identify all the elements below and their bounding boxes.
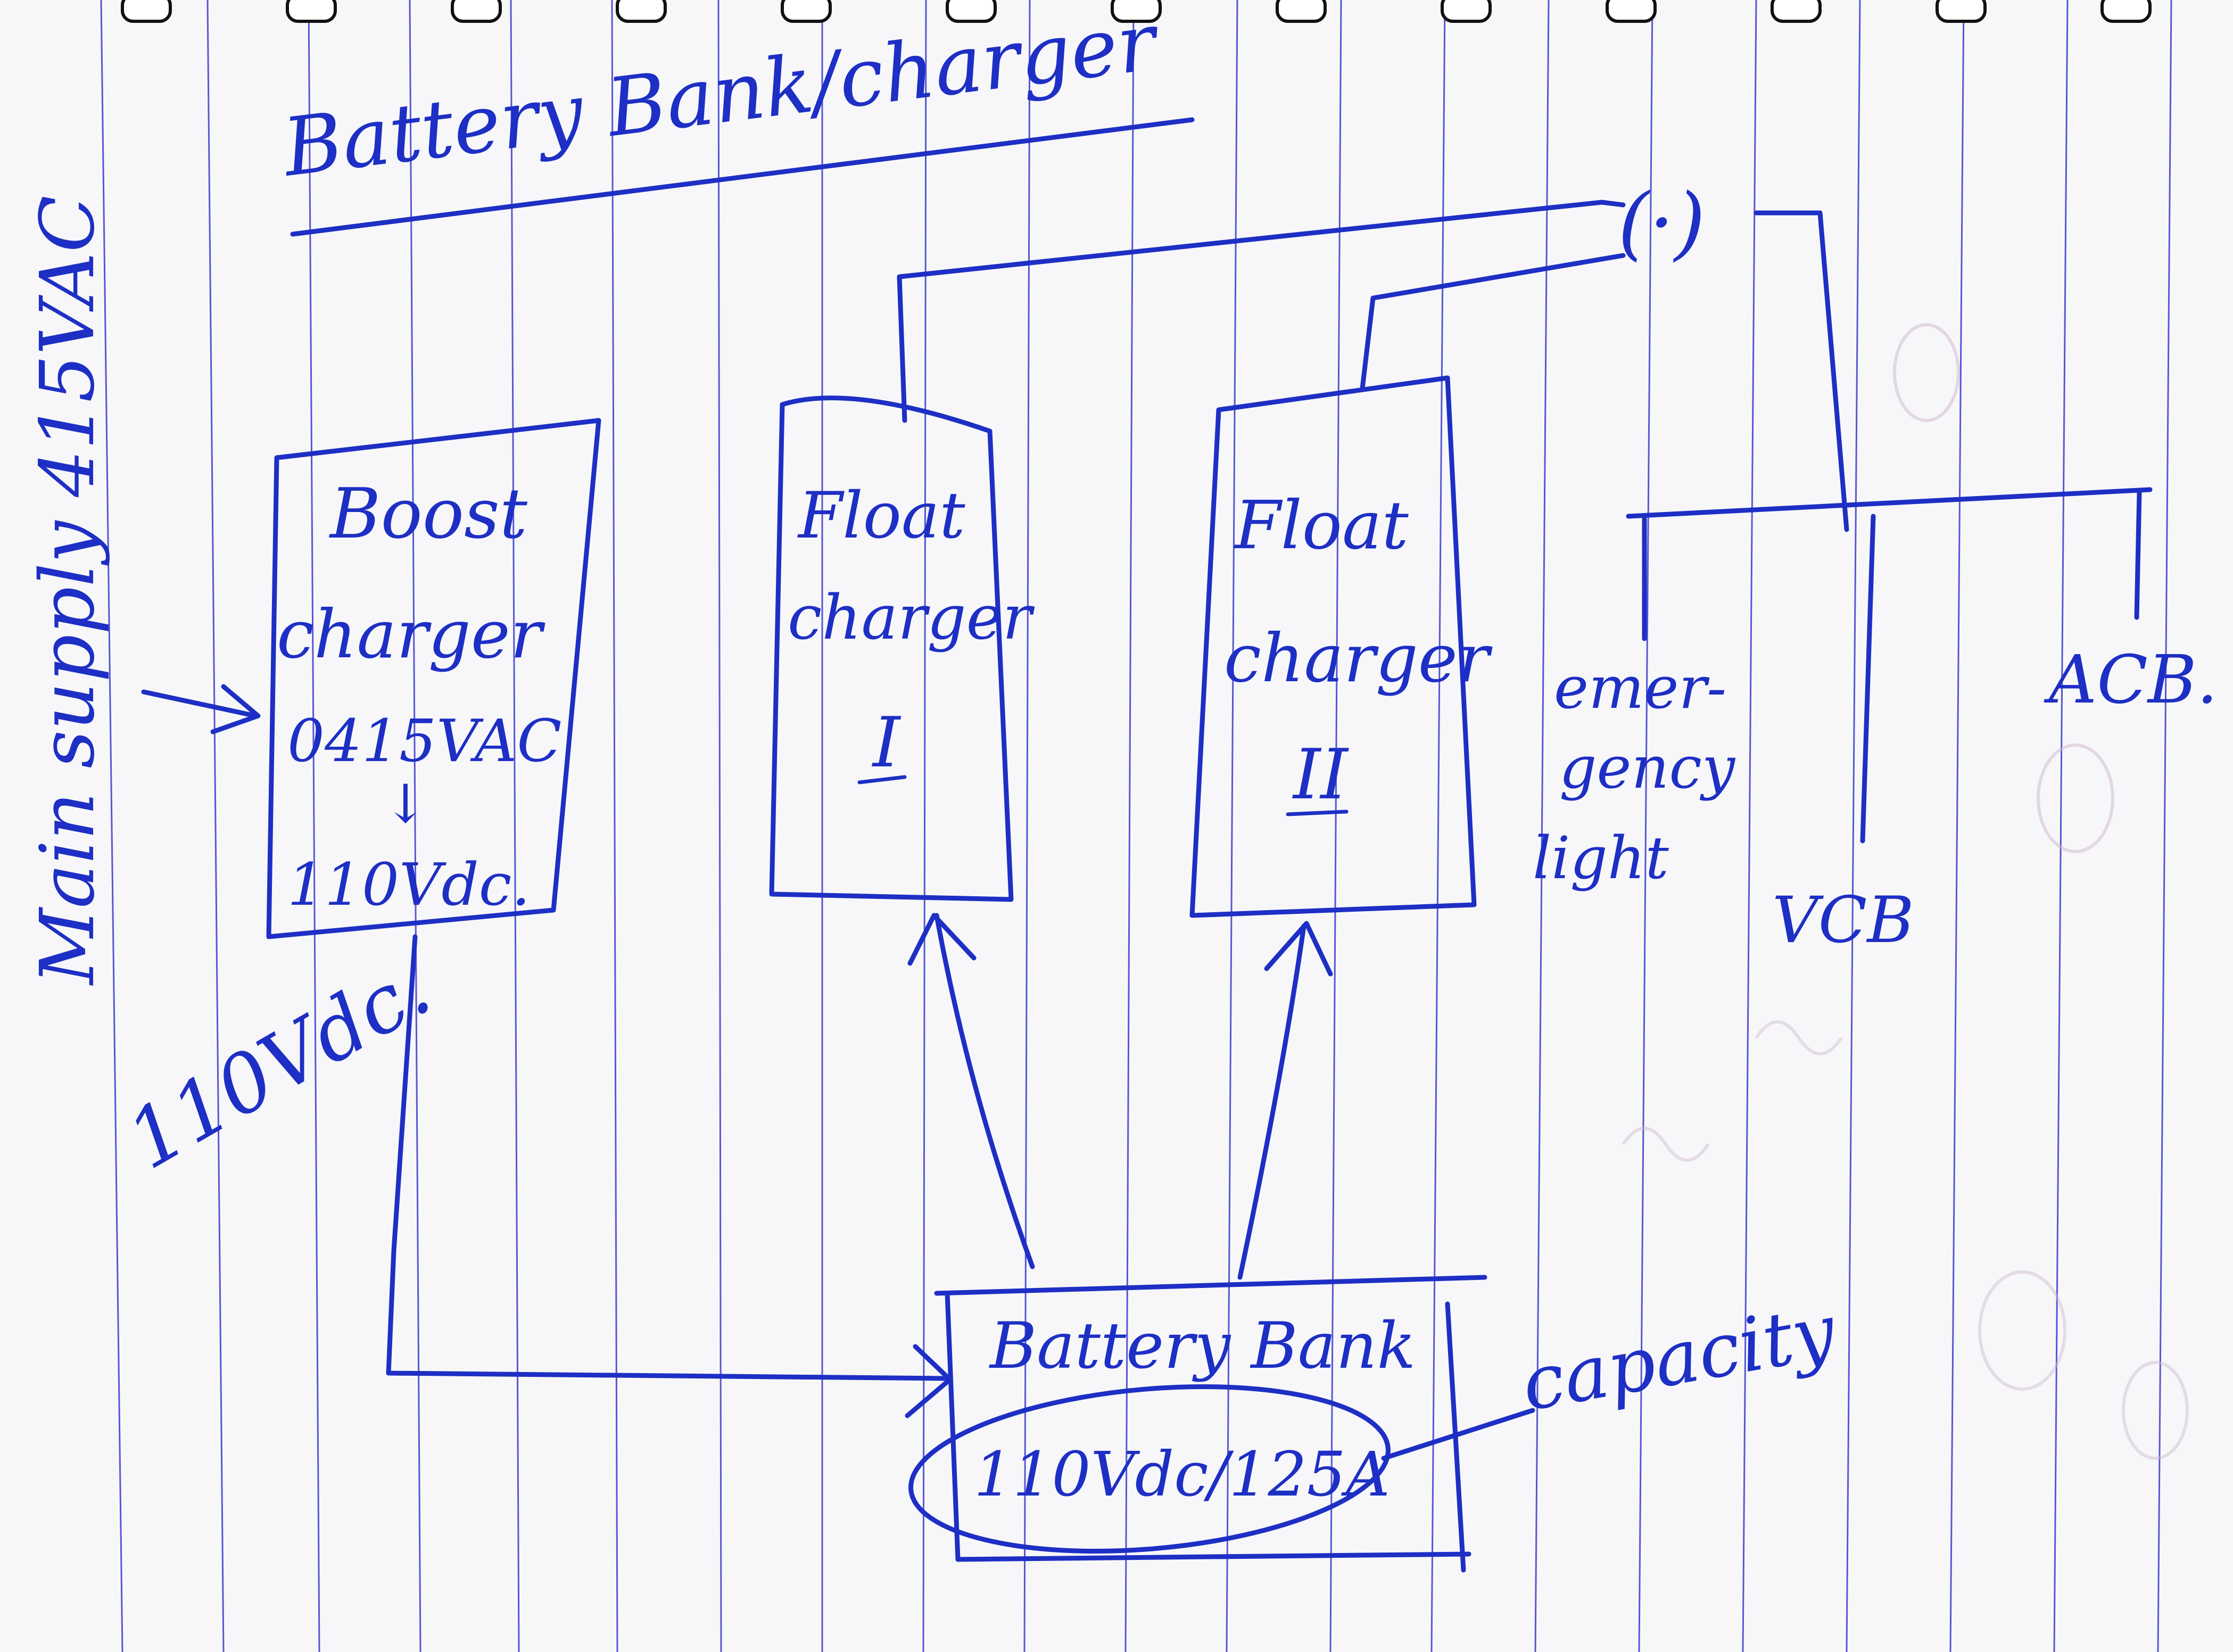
float-charger-1-box [769, 395, 1014, 902]
float-charger-2-number-underline [1286, 810, 1349, 816]
battery-rating: 110Vdc/125A [974, 1439, 1390, 1510]
float-charger-1-subtitle: charger [788, 582, 1035, 654]
boost-input-voltage: 0415VAC [287, 707, 562, 775]
emergency-light-label-line2: gency [1559, 733, 1736, 802]
boost-output-label: 110Vdc. [112, 941, 445, 1187]
float2-output-wire [1360, 253, 1626, 391]
boost-charger-subtitle: charger [277, 596, 545, 673]
float-charger-1-number-underline [857, 775, 907, 784]
battery-bank-title: Battery Bank [989, 1309, 1416, 1383]
acb-label: ACB. [2044, 641, 2218, 718]
float-charger-2-title: Float [1234, 487, 1409, 564]
boost-charger-title: Boost [329, 473, 528, 554]
spiral-binding [121, 0, 2152, 23]
bleed-through-marks [1622, 323, 2189, 1460]
vcb-drop [1860, 514, 1876, 844]
battery-float2-arrowhead-top [1264, 921, 1333, 977]
vcb-label: VCB [1772, 883, 1914, 957]
boost-output-voltage: 110Vdc. [287, 850, 530, 919]
float-charger-2-subtitle: charger [1224, 620, 1493, 697]
boost-to-battery-arrowhead [905, 1344, 953, 1418]
supply-arrow [141, 689, 258, 718]
float-charger-2-number: II [1292, 734, 1349, 815]
boost-conversion-arrow: ↓ [383, 773, 428, 835]
float-charger-2-box [1189, 375, 1477, 918]
emergency-light-label-line1: emer- [1554, 654, 1726, 722]
battery-bank-top-line [934, 1275, 1487, 1296]
capacity-label: capacity [1516, 1288, 1843, 1428]
battery-rating-ellipse [908, 1384, 1391, 1554]
battery-bank-bottom-line [955, 1551, 1471, 1562]
float-charger-1-number: I [872, 702, 902, 783]
capacity-leader-line [1381, 1408, 1535, 1461]
battery-float1-arrowhead-top [907, 913, 977, 966]
acb-drop [2134, 490, 2142, 620]
title-underline [290, 117, 1195, 237]
main-supply-label: Main supply 415VAC [24, 195, 111, 986]
battery-bank-left-line [945, 1291, 961, 1562]
float-charger-1-title: Float [797, 479, 965, 553]
boost-to-battery-wire [386, 934, 950, 1381]
distribution-bus [1626, 487, 2153, 519]
float1-output-wire [897, 200, 1626, 423]
emergency-light-label-line3: light [1533, 824, 1669, 892]
supply-arrow-head [210, 684, 261, 734]
battery-float2-link [1237, 923, 1306, 1280]
junction-to-bus-wire [1754, 210, 1849, 532]
notebook-rule-lines [100, 0, 2172, 1652]
battery-float1-link [934, 913, 1035, 1269]
boost-charger-box [266, 418, 601, 939]
junction-symbol: (·) [1618, 177, 1706, 269]
